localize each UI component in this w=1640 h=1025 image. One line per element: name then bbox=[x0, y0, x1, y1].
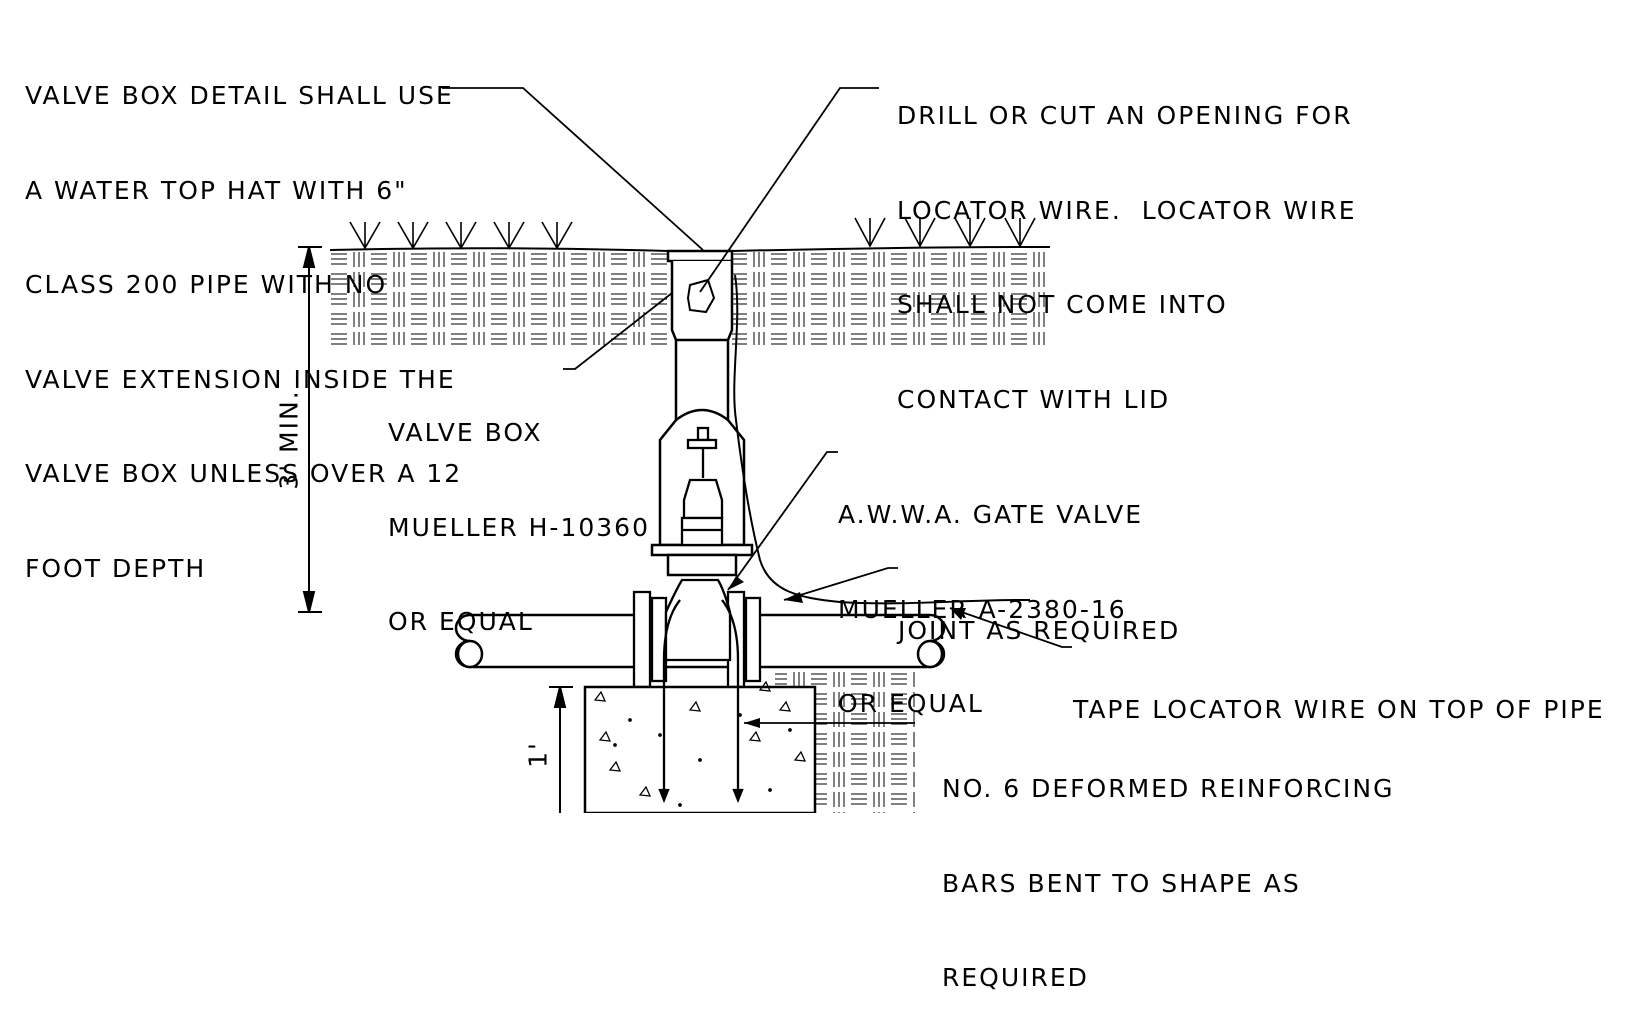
note-tape-wire-line: TAPE LOCATOR WIRE ON TOP OF PIPE bbox=[1073, 695, 1605, 724]
leader-arrowheads bbox=[728, 576, 966, 728]
note-valve-box: VALVE BOX MUELLER H-10360 OR EQUAL bbox=[388, 354, 650, 669]
note-valve-box-line: OR EQUAL bbox=[388, 607, 534, 636]
valve-flanges bbox=[632, 578, 762, 689]
note-gate-valve-line: OR EQUAL bbox=[838, 689, 984, 718]
leader-valve-box bbox=[563, 292, 673, 370]
note-locator-line: SHALL NOT COME INTO bbox=[897, 290, 1228, 319]
note-top-hat-line: CLASS 200 PIPE WITH NO bbox=[25, 270, 388, 299]
leader-locator-opening bbox=[699, 87, 879, 293]
note-valve-box-line: VALVE BOX bbox=[388, 418, 543, 447]
block-dimension-line bbox=[549, 686, 573, 813]
dimension-block-label: 1' bbox=[523, 741, 553, 768]
concrete-block bbox=[583, 685, 817, 813]
concrete-aggregate bbox=[593, 680, 807, 807]
note-top-hat: VALVE BOX DETAIL SHALL USE A WATER TOP H… bbox=[25, 17, 462, 616]
locator-wire bbox=[733, 274, 1030, 605]
note-rebar: NO. 6 DEFORMED REINFORCING BARS BENT TO … bbox=[942, 710, 1394, 1025]
leader-tape-wire bbox=[949, 607, 1072, 648]
depth-dimension-line bbox=[298, 246, 322, 613]
note-rebar-line: REQUIRED bbox=[942, 963, 1089, 992]
note-top-hat-line: VALVE BOX UNLESS OVER A 12 bbox=[25, 459, 463, 488]
note-tape-wire: TAPE LOCATOR WIRE ON TOP OF PIPE bbox=[1073, 631, 1605, 757]
grass-tufts bbox=[349, 217, 1036, 250]
valve-box bbox=[650, 249, 754, 577]
leader-top-hat bbox=[442, 87, 704, 251]
note-valve-box-line: MUELLER H-10360 bbox=[388, 512, 650, 542]
gate-valve-body bbox=[680, 426, 724, 547]
note-top-hat-line: VALVE BOX DETAIL SHALL USE bbox=[25, 81, 454, 110]
note-rebar-line: NO. 6 DEFORMED REINFORCING bbox=[942, 774, 1395, 803]
leader-lines bbox=[442, 87, 1072, 724]
note-locator-opening: DRILL OR CUT AN OPENING FOR LOCATOR WIRE… bbox=[897, 37, 1357, 447]
valve-box-detail-drawing bbox=[298, 87, 1072, 813]
note-gate-valve-line: MUELLER A-2380-16 bbox=[838, 594, 1127, 624]
leader-joint bbox=[783, 567, 898, 601]
note-top-hat-line: VALVE EXTENSION INSIDE THE bbox=[25, 364, 456, 394]
leader-gate-valve bbox=[727, 451, 838, 591]
note-joint: JOINT AS REQUIRED bbox=[898, 552, 1180, 678]
note-joint-line: JOINT AS REQUIRED bbox=[898, 616, 1181, 645]
note-gate-valve-line: A.W.W.A. GATE VALVE bbox=[838, 500, 1143, 529]
note-gate-valve: A.W.W.A. GATE VALVE MUELLER A-2380-16 OR… bbox=[838, 436, 1143, 751]
note-locator-line: DRILL OR CUT AN OPENING FOR bbox=[897, 101, 1353, 130]
reinforcing-bars bbox=[658, 599, 744, 804]
note-rebar-line: BARS BENT TO SHAPE AS bbox=[942, 868, 1301, 898]
note-top-hat-line: FOOT DEPTH bbox=[25, 553, 207, 583]
note-locator-line: CONTACT WITH LID bbox=[897, 384, 1171, 414]
note-top-hat-line: A WATER TOP HAT WITH 6" bbox=[25, 175, 408, 205]
dimension-depth-label: 3' MIN. bbox=[274, 389, 304, 490]
note-locator-line: LOCATOR WIRE. LOCATOR WIRE bbox=[897, 195, 1357, 225]
